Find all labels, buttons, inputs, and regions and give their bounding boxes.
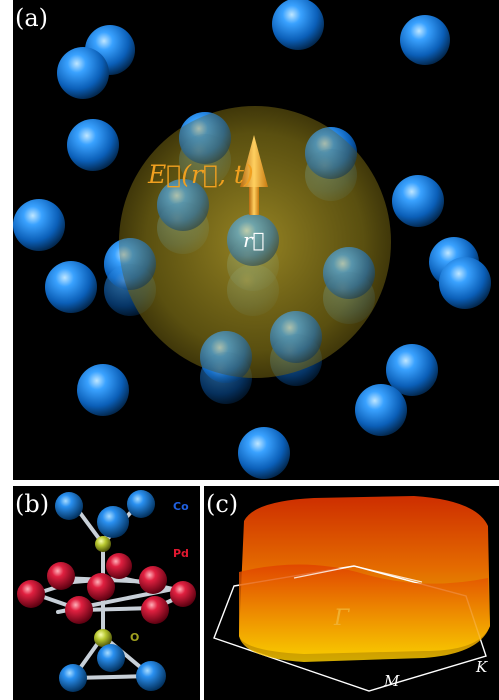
legend-o: O (130, 631, 140, 644)
outer-atoms (13, 0, 491, 479)
co-atom (439, 257, 491, 309)
gamma-point-label: Γ (334, 606, 350, 631)
co-atom (386, 344, 438, 396)
k-point-label: K (476, 658, 488, 676)
co-atom (272, 0, 324, 50)
position-label: r⃗ (243, 228, 265, 252)
co-atom (77, 364, 129, 416)
co-atom (355, 384, 407, 436)
field-label: E⃗(r⃗, t) (148, 160, 254, 189)
field-arrow (240, 135, 268, 215)
crystal-structure (17, 490, 196, 692)
panel-label-b: (b) (15, 490, 50, 518)
co-atoms-bottom (59, 644, 166, 692)
inner-atom-highlights (104, 112, 375, 383)
co-atoms-top (55, 490, 155, 538)
co-atom (400, 15, 450, 65)
legend-co: Co (173, 500, 189, 513)
pd-atoms (17, 553, 196, 624)
co-atom (392, 175, 444, 227)
co-atom (45, 261, 97, 313)
m-point-label: M (384, 672, 400, 690)
fermi-surface-front (239, 564, 490, 662)
legend-pd: Pd (173, 547, 189, 560)
fermi-surface (213, 496, 490, 692)
o-atom-bottom (94, 629, 112, 647)
o-atom-top (95, 536, 111, 552)
panel-label-c: (c) (206, 490, 239, 518)
panel-c: (c) Γ M K (204, 486, 499, 700)
panel-label-a: (a) (15, 4, 49, 32)
panel-b: (b) Co Pd O (13, 486, 200, 700)
co-atom (67, 119, 119, 171)
co-atom (57, 47, 109, 99)
co-atom (13, 199, 65, 251)
lattice-figure (13, 0, 491, 479)
co-atom (238, 427, 290, 479)
panel-a: (a) E⃗(r⃗, t) r⃗ (13, 0, 499, 480)
